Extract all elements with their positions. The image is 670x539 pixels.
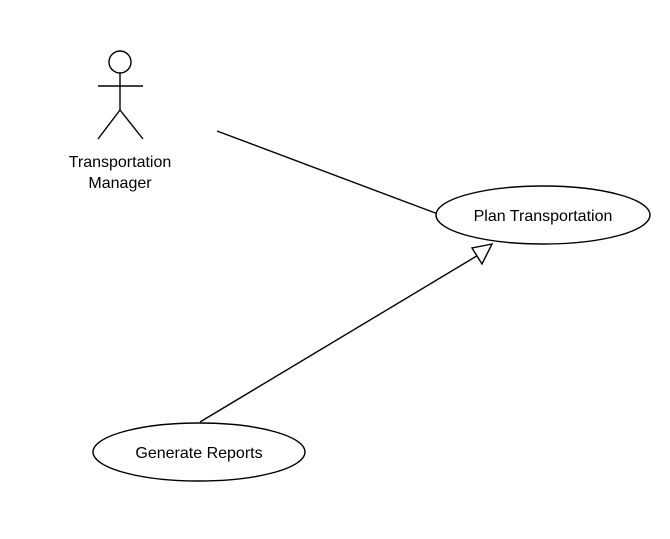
use-case-plan-transportation[interactable]: Plan Transportation: [435, 185, 651, 245]
actor-name-line2: Manager: [88, 175, 152, 192]
actor-transportation-manager[interactable]: Transportation Manager: [69, 50, 172, 192]
use-case-label: Generate Reports: [135, 445, 262, 462]
actor-left-leg: [97, 109, 121, 140]
use-case-label: Plan Transportation: [474, 208, 613, 225]
generalization-line: [199, 253, 481, 423]
use-case-generate-reports[interactable]: Generate Reports: [92, 422, 306, 482]
use-case-ellipse: [435, 185, 651, 245]
actor-head: [108, 50, 132, 74]
generalization-arrow-reports-plan[interactable]: [199, 243, 494, 423]
actor-right-leg: [119, 109, 144, 140]
hollow-triangle-arrowhead-icon: [470, 243, 494, 266]
actor-name-line1: Transportation: [69, 154, 172, 171]
use-case-ellipse: [92, 422, 306, 482]
stick-figure-icon: [97, 50, 144, 140]
association-line-manager-plan[interactable]: [216, 130, 439, 215]
